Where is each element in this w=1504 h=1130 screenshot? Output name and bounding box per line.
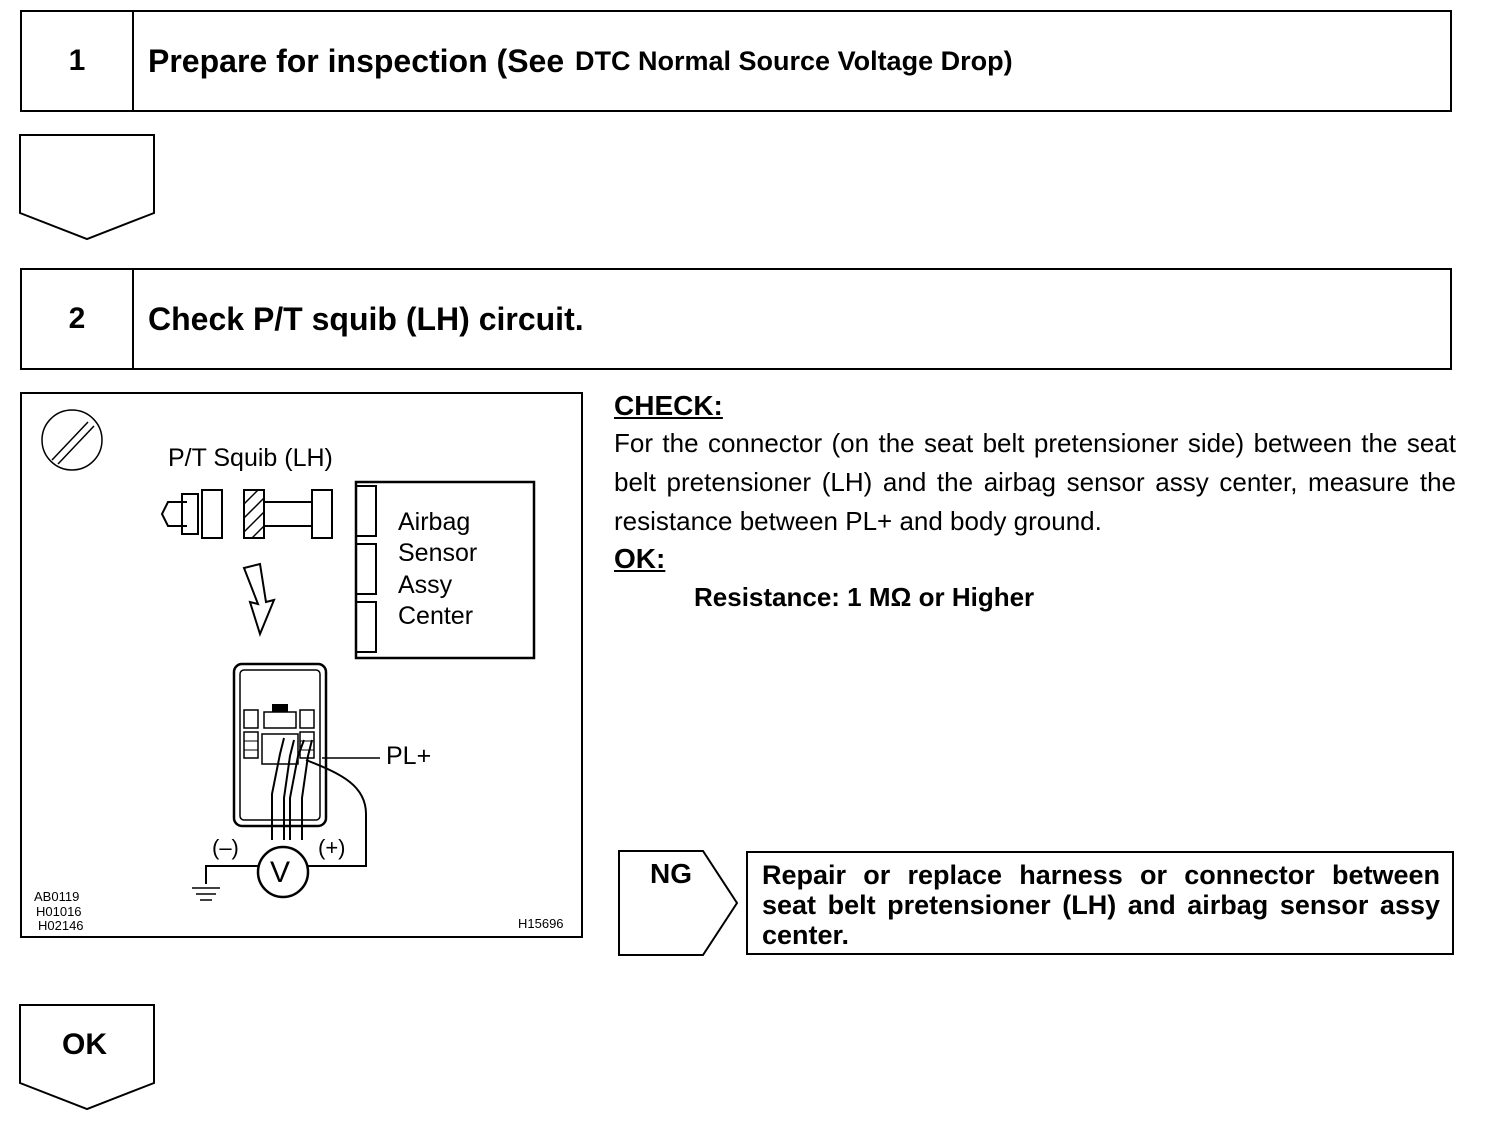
- prohibit-icon: [41, 409, 103, 471]
- step-1-title-ref: DTC Normal Source Voltage Drop): [575, 45, 1013, 76]
- step-1-number: 1: [22, 12, 134, 110]
- step-1-box: 1 Prepare for inspection (See DTC Normal…: [20, 10, 1452, 112]
- ng-arrow-icon: [618, 850, 739, 956]
- figure-id: H15696: [518, 916, 564, 931]
- ng-action-box: Repair or replace harness or connector b…: [746, 851, 1454, 955]
- check-section: CHECK: For the connector (on the seat be…: [614, 388, 1460, 617]
- meter-plus-label: (+): [318, 835, 346, 860]
- ecu-label-line-1: Airbag: [398, 508, 471, 536]
- circuit-figure: P/T Squib (LH) Airbag Sensor Assy Center…: [20, 392, 583, 938]
- check-text: For the connector (on the seat belt pret…: [614, 428, 1456, 537]
- voltmeter-icon: V: [270, 856, 291, 889]
- ok-heading: OK:: [614, 543, 666, 575]
- ok-label: OK: [62, 1028, 107, 1061]
- ref-code-1: AB0119: [34, 889, 80, 904]
- down-arrow-icon: [19, 134, 155, 241]
- step-2-title: Check P/T squib (LH) circuit.: [148, 300, 584, 337]
- step-1-title-main: Prepare for inspection (See: [148, 42, 565, 79]
- meter-minus-label: (–): [212, 835, 239, 860]
- ok-spec: Resistance: 1 MΩ or Higher: [694, 581, 1035, 612]
- ecu-label-line-4: Center: [398, 602, 474, 630]
- step-1-title: Prepare for inspection (See DTC Normal S…: [148, 12, 1013, 110]
- ok-arrow-icon: [19, 1004, 155, 1111]
- check-heading: CHECK:: [614, 390, 723, 421]
- ecu-label-line-2: Sensor: [398, 539, 478, 567]
- squib-label: P/T Squib (LH): [168, 444, 333, 472]
- ref-code-2: H01016: [36, 904, 82, 919]
- terminal-label: PL+: [386, 742, 432, 770]
- connector-view-arrow-icon: [242, 562, 276, 637]
- ng-label: NG: [650, 858, 692, 889]
- step-2-number: 2: [22, 270, 134, 368]
- ground-icon: [192, 887, 220, 901]
- step-2-box: 2 Check P/T squib (LH) circuit.: [20, 268, 1452, 370]
- circuit-diagram: [41, 409, 536, 901]
- ecu-label-line-3: Assy: [398, 571, 453, 599]
- ref-code-3: H02146: [38, 918, 84, 933]
